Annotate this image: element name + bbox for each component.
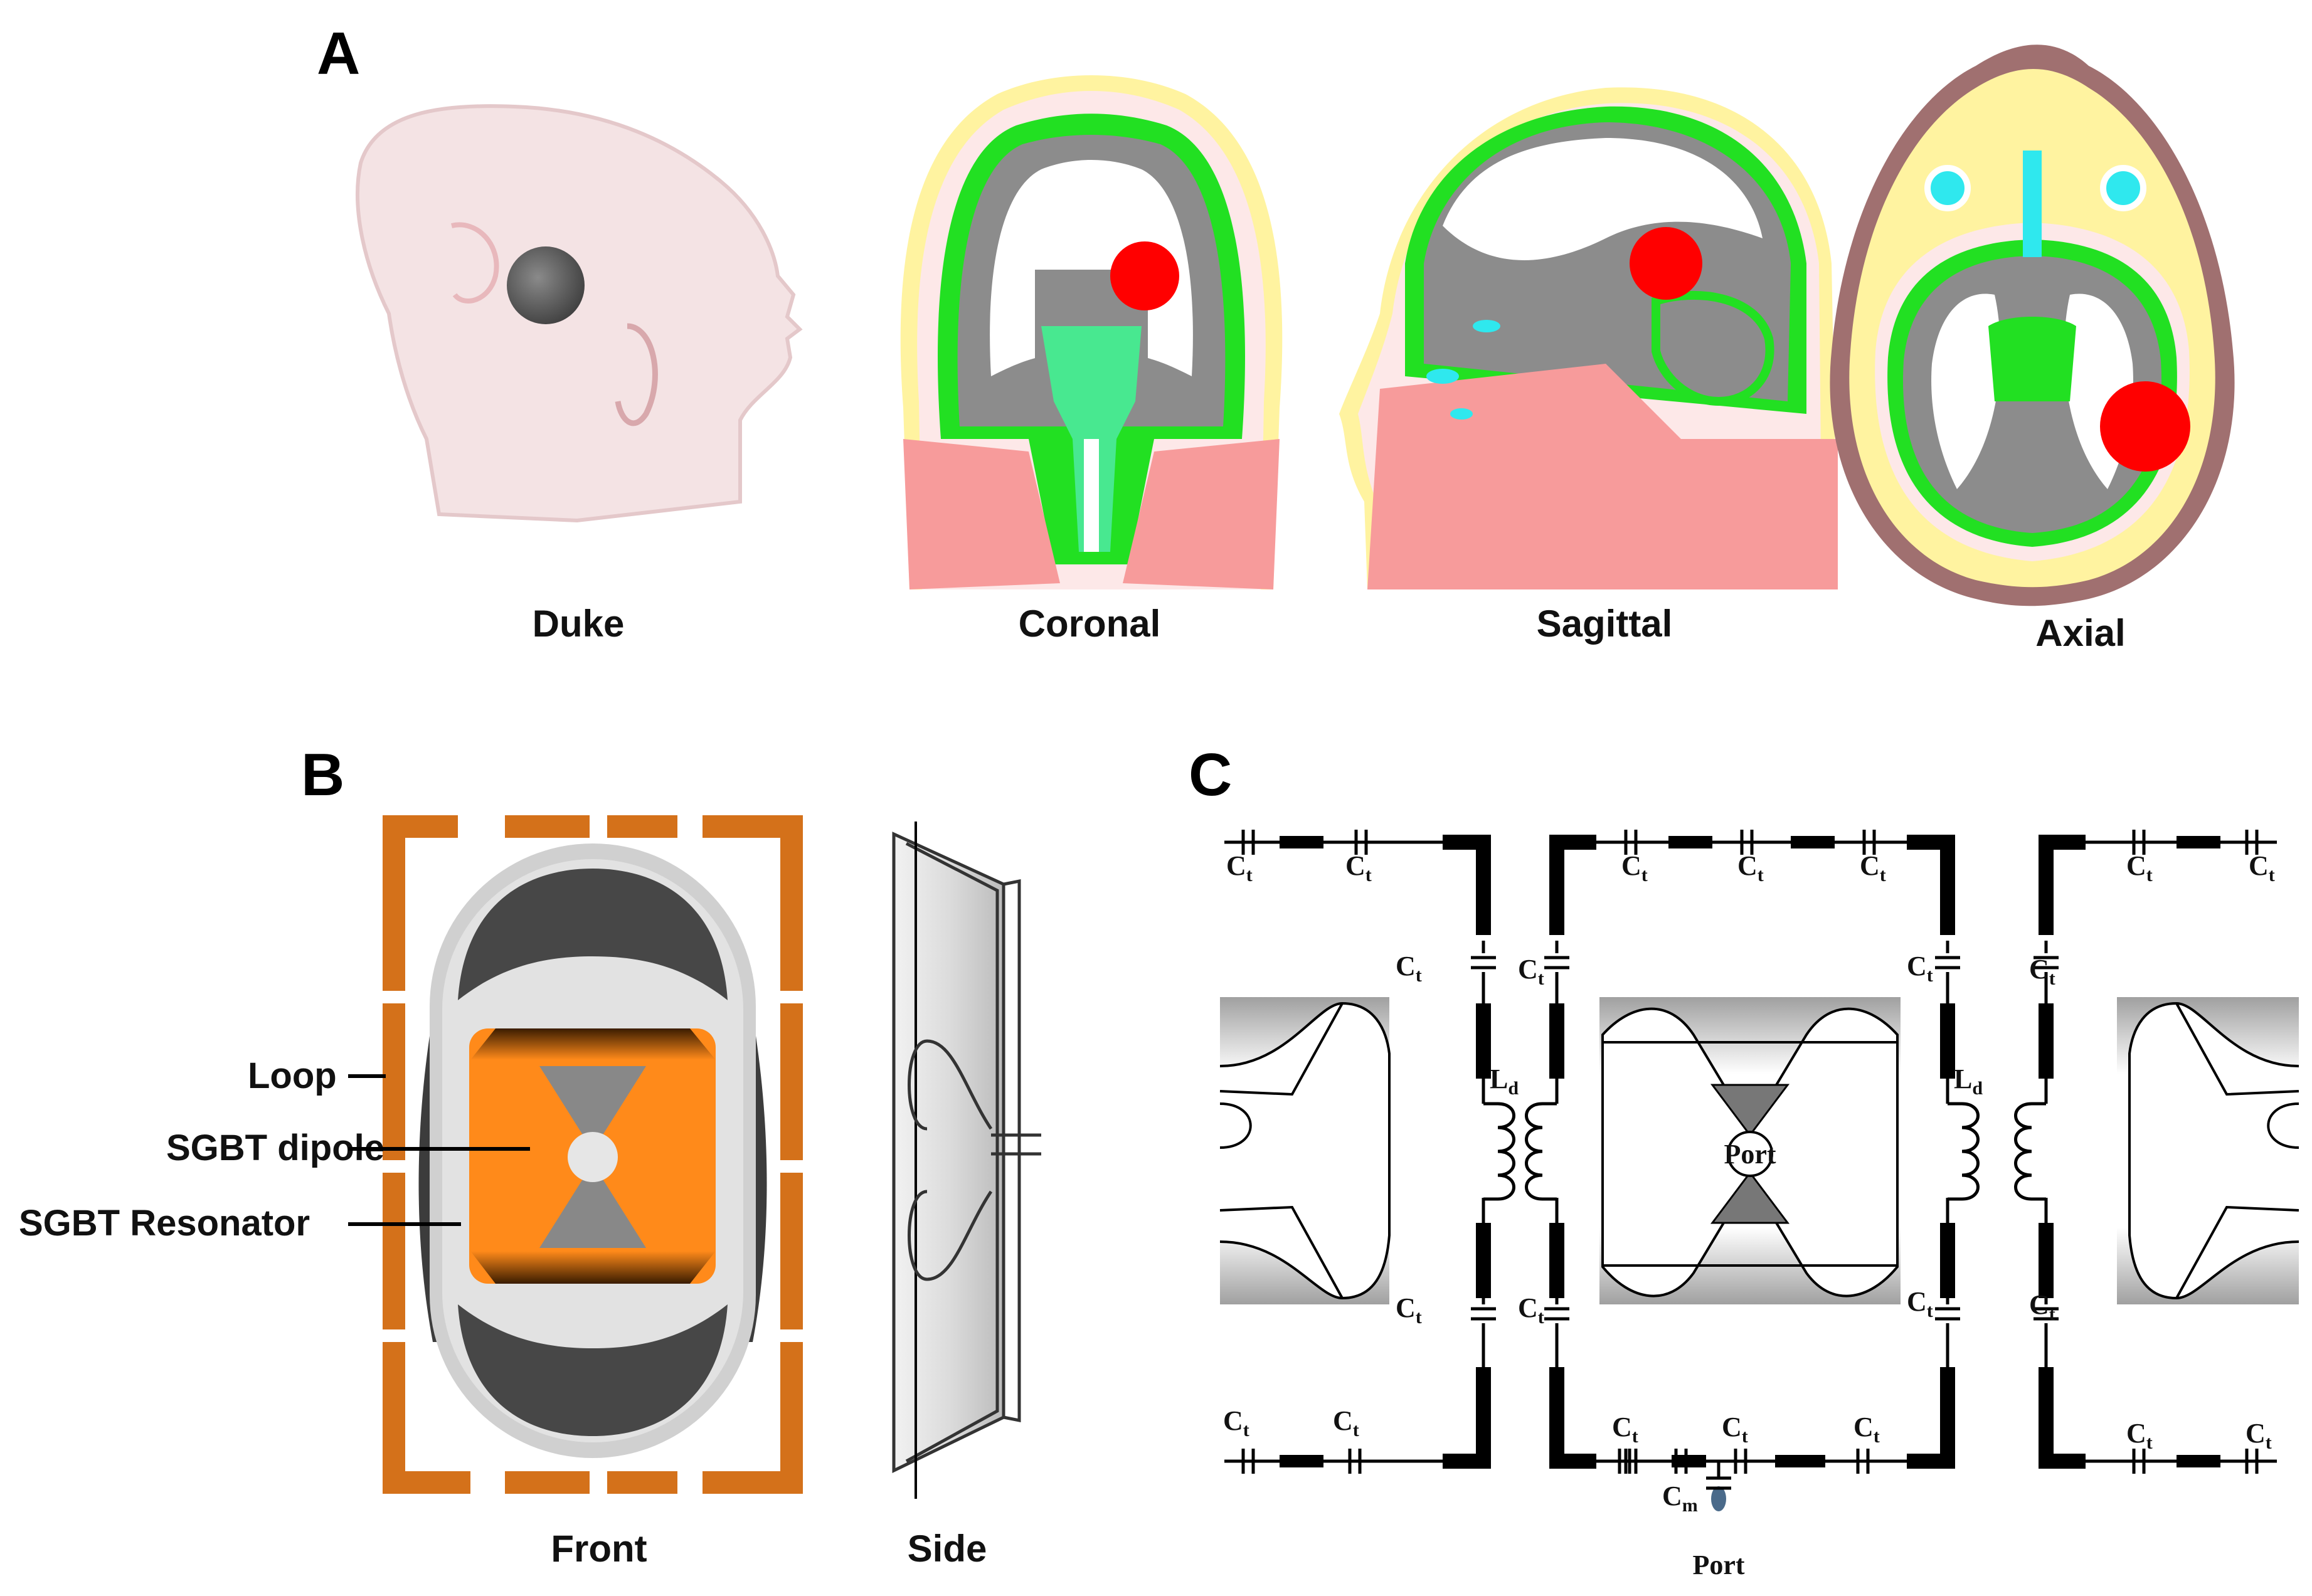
conductor-segment — [1668, 836, 1712, 848]
axial-slice — [1830, 45, 2235, 606]
capacitor-label: Ct — [2249, 850, 2275, 885]
caption-sagittal: Sagittal — [1537, 603, 1673, 645]
conductor-segment — [1940, 1367, 1955, 1469]
inductor-coil — [1961, 1102, 1980, 1201]
inductor-label: Ld — [1490, 1064, 1519, 1099]
conductor-segment — [1476, 1003, 1491, 1079]
panel-c-letter: C — [1189, 741, 1232, 808]
conductor-segment — [1791, 836, 1835, 848]
caption-front: Front — [551, 1528, 647, 1570]
dipole-center — [1599, 997, 1901, 1304]
panel-a-letter: A — [317, 20, 360, 87]
sagittal-slice — [1339, 87, 1838, 589]
capacitor-label: Ct — [1907, 1286, 1933, 1321]
conductor-segment — [1476, 1367, 1491, 1469]
conductor-segment — [1672, 1455, 1706, 1467]
capacitor-label: Ct — [2029, 954, 2055, 989]
capacitor-label: Ct — [1396, 951, 1422, 986]
inductor-coil — [2014, 1102, 2032, 1201]
capacitor-label: Ct — [1518, 1292, 1544, 1328]
capacitor-label: Ct — [1396, 1292, 1422, 1328]
conductor-segment — [1280, 1455, 1323, 1467]
conductor-segment — [1940, 835, 1955, 935]
conductor-segment — [1549, 1003, 1564, 1079]
capacitor-label: Ct — [1333, 1405, 1359, 1440]
lesion-coronal — [1110, 241, 1179, 310]
conductor-segment — [2039, 1223, 2054, 1298]
caption-coronal: Coronal — [1019, 603, 1161, 645]
port-label: Port — [1692, 1550, 1744, 1580]
capacitor-label: Ct — [1345, 850, 1372, 885]
duke-head-model — [356, 104, 803, 523]
dipole-left — [1219, 997, 1391, 1304]
caption-side: Side — [908, 1528, 987, 1570]
sgbt-side-view — [892, 822, 1041, 1499]
conductor-segment — [2039, 1003, 2054, 1079]
coronal-slice — [900, 75, 1283, 589]
lesion-sphere — [507, 246, 585, 324]
capacitor-label: Ct — [1722, 1412, 1748, 1447]
center-port-label: Port — [1724, 1139, 1776, 1170]
conductor-segment — [1476, 1223, 1491, 1298]
conductor-segment — [2039, 835, 2054, 935]
conductor-segment — [1476, 835, 1491, 935]
conductor-segment — [1940, 1003, 1955, 1079]
sgbt-front-view — [383, 815, 803, 1494]
capacitor-label: Ct — [2029, 1289, 2055, 1324]
matching-capacitor-label: Cm — [1662, 1481, 1698, 1516]
lesion-axial — [2100, 381, 2190, 472]
capacitor-label: Ct — [1907, 951, 1933, 986]
dipole-right — [2117, 997, 2299, 1304]
loop-segments — [383, 815, 803, 1494]
conductor-segment — [1549, 835, 1564, 935]
conductor-segment — [1775, 1455, 1825, 1467]
caption-axial: Axial — [2035, 612, 2125, 654]
capacitor-label: Ct — [1737, 850, 1764, 885]
capacitor-label: Ct — [2246, 1418, 2272, 1453]
capacitor-label: Ct — [1226, 850, 1253, 885]
conductor-segment — [1549, 1367, 1564, 1469]
panel-b-letter: B — [301, 741, 344, 808]
conductor-segment — [1280, 836, 1323, 848]
label-sgbt-resonator: SGBT Resonator — [19, 1203, 310, 1244]
lesion-sagittal — [1630, 227, 1702, 300]
conductor-segment — [2177, 1455, 2220, 1467]
capacitor-label: Ct — [2126, 1418, 2153, 1453]
capacitor-label: Ct — [1223, 1405, 1249, 1440]
sgbt-dipole — [469, 1028, 716, 1284]
capacitor-label: Ct — [1621, 850, 1648, 885]
capacitor-label: Ct — [1518, 954, 1544, 989]
capacitor-label: Ct — [1860, 850, 1886, 885]
capacitor-label: Ct — [1612, 1412, 1638, 1447]
inductor-coil — [1525, 1102, 1543, 1201]
port-terminal — [1711, 1486, 1726, 1511]
inductor-coil — [1497, 1102, 1515, 1201]
conductor-segment — [1940, 1223, 1955, 1298]
conductor-segment — [1549, 1223, 1564, 1298]
caption-duke: Duke — [533, 603, 625, 645]
conductor-segment — [2177, 836, 2220, 848]
inductor-label: Ld — [1954, 1064, 1983, 1099]
label-loop: Loop — [248, 1055, 337, 1096]
conductor-segment — [2039, 1367, 2054, 1469]
capacitor-label: Ct — [1853, 1412, 1880, 1447]
capacitor-label: Ct — [2126, 850, 2153, 885]
